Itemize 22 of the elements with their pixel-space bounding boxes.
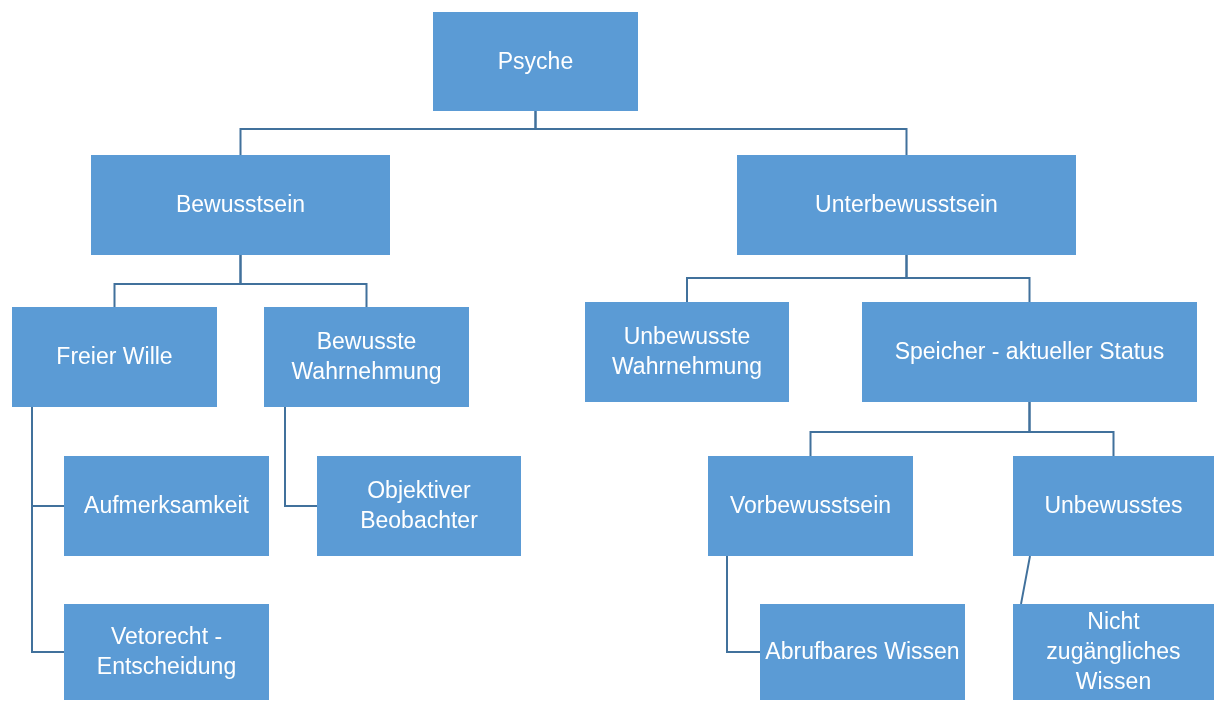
- category-box: Bewusstsein: [91, 155, 390, 255]
- category-box: Unbewusstes: [1013, 456, 1214, 556]
- category-box: Unterbewusstsein: [737, 155, 1076, 255]
- connector-line: [726, 555, 761, 653]
- connector-line: [1020, 555, 1031, 605]
- category-box: Unbewusste Wahrnehmung: [585, 302, 789, 402]
- category-box: Bewusste Wahrnehmung: [264, 307, 469, 407]
- connector-line: [1028, 401, 1115, 457]
- connector-line: [905, 254, 1031, 303]
- category-box: Aufmerksamkeit: [64, 456, 269, 556]
- category-box: Objektiver Beobachter: [317, 456, 521, 556]
- connector-line: [239, 254, 368, 308]
- connector-line: [534, 110, 908, 156]
- connector-line: [31, 406, 65, 653]
- category-box: Vorbewusstsein: [708, 456, 913, 556]
- category-box: Vetorecht - Entscheidung: [64, 604, 269, 700]
- category-box: Nicht zugängliches Wissen: [1013, 604, 1214, 700]
- category-box: Abrufbares Wissen: [760, 604, 965, 700]
- category-box: Speicher - aktueller Status: [862, 302, 1197, 402]
- connector-line: [284, 406, 318, 507]
- category-box: Freier Wille: [12, 307, 217, 407]
- category-box: Psyche: [433, 12, 638, 111]
